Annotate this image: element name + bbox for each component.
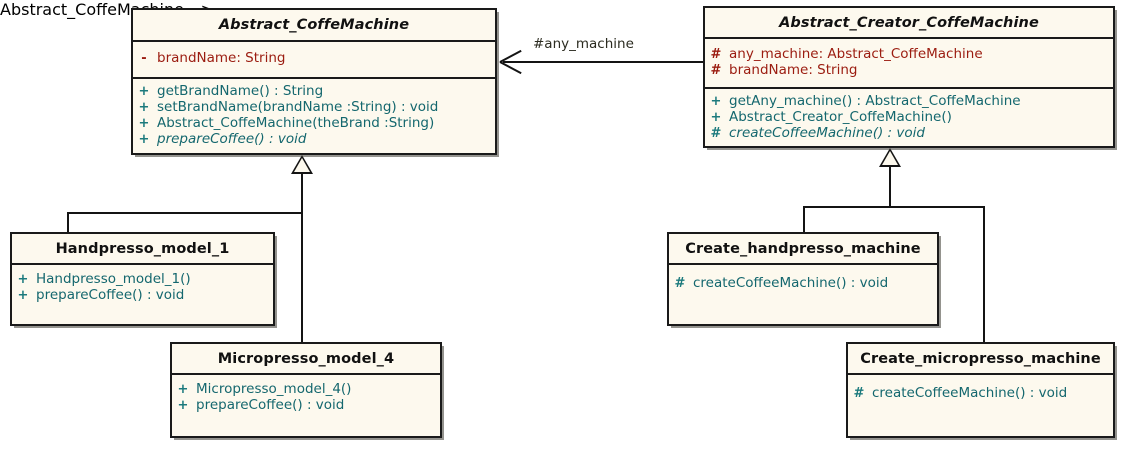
method-text: createCoffeeMachine() : void bbox=[693, 275, 889, 291]
method-row: # createCoffeeMachine() : void bbox=[705, 125, 1113, 141]
attribute-text: brandName: String bbox=[157, 50, 286, 66]
generalization-stem-coffemachine bbox=[301, 174, 303, 214]
visibility-marker: + bbox=[17, 288, 29, 303]
method-row: + prepareCoffee() : void bbox=[12, 287, 273, 303]
class-title-abstract-coffemachine: Abstract_CoffeMachine bbox=[218, 17, 410, 33]
attribute-text: any_machine: Abstract_CoffeMachine bbox=[729, 46, 983, 62]
method-text: Abstract_CoffeMachine(theBrand :String) bbox=[157, 115, 435, 131]
attribute-text: brandName: String bbox=[729, 62, 858, 78]
method-text: prepareCoffee() : void bbox=[36, 287, 185, 303]
visibility-marker: + bbox=[17, 272, 29, 287]
visibility-marker: - bbox=[141, 51, 147, 66]
method-row: + getAny_machine() : Abstract_CoffeMachi… bbox=[705, 93, 1113, 109]
method-text: Micropresso_model_4() bbox=[196, 381, 352, 397]
generalization-bus-coffemachine bbox=[67, 212, 303, 214]
class-box-create-micropresso-machine[interactable]: Create_micropresso_machine # createCoffe… bbox=[846, 342, 1115, 438]
attribute-compartment-abstract-coffemachine: - brandName: String bbox=[133, 40, 495, 77]
method-text: setBrandName(brandName :String) : void bbox=[157, 99, 439, 115]
generalization-branch-micropresso bbox=[301, 212, 303, 342]
method-text: prepareCoffee() : void bbox=[157, 131, 307, 147]
method-text: createCoffeeMachine() : void bbox=[872, 385, 1068, 401]
class-box-abstract-creator-coffemachine[interactable]: Abstract_Creator_CoffeMachine # any_mach… bbox=[703, 6, 1115, 148]
method-row: + Micropresso_model_4() bbox=[172, 381, 440, 397]
attribute-row: # brandName: String bbox=[705, 62, 1113, 78]
class-title-create-micropresso-machine: Create_micropresso_machine bbox=[860, 350, 1101, 367]
method-row: + prepareCoffee() : void bbox=[172, 397, 440, 413]
generalization-bus-creator bbox=[803, 206, 985, 208]
visibility-marker: + bbox=[177, 382, 189, 397]
class-title-handpresso-model-1: Handpresso_model_1 bbox=[55, 240, 230, 257]
association-line-any-machine bbox=[503, 61, 704, 63]
class-title-abstract-creator-coffemachine: Abstract_Creator_CoffeMachine bbox=[779, 14, 1039, 31]
generalization-branch-handpresso bbox=[67, 212, 69, 238]
method-row: + Handpresso_model_1() bbox=[12, 271, 273, 287]
method-compartment-abstract-creator-coffemachine: + getAny_machine() : Abstract_CoffeMachi… bbox=[705, 87, 1113, 146]
method-text: prepareCoffee() : void bbox=[196, 397, 345, 413]
visibility-marker: # bbox=[710, 47, 722, 62]
generalization-branch-create-micropresso bbox=[983, 206, 985, 342]
visibility-marker: # bbox=[710, 63, 722, 78]
class-box-micropresso-model-4[interactable]: Micropresso_model_4 + Micropresso_model_… bbox=[170, 342, 442, 438]
visibility-marker: # bbox=[710, 126, 722, 141]
generalization-stem-creator bbox=[889, 167, 891, 207]
method-text: getBrandName() : String bbox=[157, 83, 324, 99]
method-text: getAny_machine() : Abstract_CoffeMachine bbox=[729, 93, 1021, 109]
visibility-marker: + bbox=[710, 110, 722, 125]
method-text: createCoffeeMachine() : void bbox=[729, 125, 925, 141]
class-box-create-handpresso-machine[interactable]: Create_handpresso_machine # createCoffee… bbox=[667, 232, 939, 326]
method-row: + prepareCoffee() : void bbox=[133, 131, 495, 147]
attribute-row: # any_machine: Abstract_CoffeMachine bbox=[705, 46, 1113, 62]
visibility-marker: + bbox=[138, 116, 150, 131]
method-row: # createCoffeeMachine() : void bbox=[848, 385, 1113, 401]
method-text: Abstract_Creator_CoffeMachine() bbox=[729, 109, 952, 125]
generalization-branch-create-handpresso bbox=[803, 206, 805, 238]
class-title-create-handpresso-machine: Create_handpresso_machine bbox=[685, 240, 921, 257]
visibility-marker: + bbox=[138, 132, 150, 147]
class-box-handpresso-model-1[interactable]: Handpresso_model_1 + Handpresso_model_1(… bbox=[10, 232, 275, 326]
class-title-micropresso-model-4: Micropresso_model_4 bbox=[217, 350, 395, 367]
method-row: # createCoffeeMachine() : void bbox=[669, 275, 937, 291]
visibility-marker: # bbox=[853, 386, 865, 401]
method-row: + setBrandName(brandName :String) : void bbox=[133, 99, 495, 115]
attribute-compartment-abstract-creator-coffemachine: # any_machine: Abstract_CoffeMachine # b… bbox=[705, 37, 1113, 87]
method-compartment-create-micropresso-machine: # createCoffeeMachine() : void bbox=[848, 373, 1113, 436]
attribute-row: - brandName: String bbox=[133, 50, 495, 66]
method-compartment-handpresso-model-1: + Handpresso_model_1() + prepareCoffee()… bbox=[12, 263, 273, 324]
association-label-any-machine: #any_machine bbox=[531, 36, 636, 52]
method-row: + getBrandName() : String bbox=[133, 83, 495, 99]
method-compartment-abstract-coffemachine: + getBrandName() : String + setBrandName… bbox=[133, 77, 495, 153]
method-text: Handpresso_model_1() bbox=[36, 271, 191, 287]
visibility-marker: + bbox=[710, 94, 722, 109]
visibility-marker: # bbox=[674, 276, 686, 291]
visibility-marker: + bbox=[138, 100, 150, 115]
method-row: + Abstract_Creator_CoffeMachine() bbox=[705, 109, 1113, 125]
method-compartment-micropresso-model-4: + Micropresso_model_4() + prepareCoffee(… bbox=[172, 373, 440, 436]
visibility-marker: + bbox=[138, 84, 150, 99]
method-row: + Abstract_CoffeMachine(theBrand :String… bbox=[133, 115, 495, 131]
class-box-abstract-coffemachine[interactable]: Abstract_CoffeMachine - brandName: Strin… bbox=[131, 8, 497, 155]
method-compartment-create-handpresso-machine: # createCoffeeMachine() : void bbox=[669, 263, 937, 324]
visibility-marker: + bbox=[177, 398, 189, 413]
